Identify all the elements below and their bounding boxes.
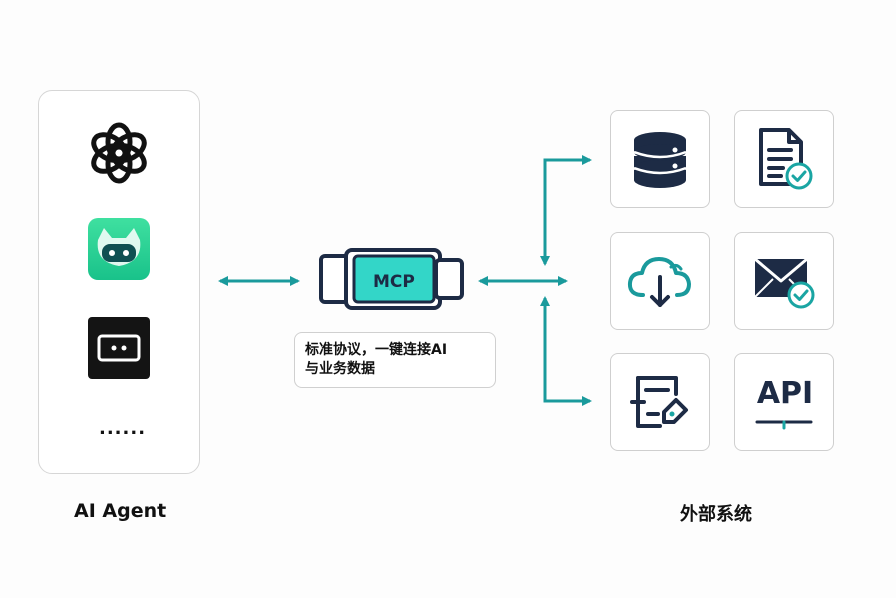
cloud-download-icon [627,257,691,307]
database-card [610,110,710,208]
api-label: API [756,376,814,411]
upper-branch-arrow [543,155,592,262]
lower-branch-arrow [543,300,592,406]
edit-form-card [610,353,710,451]
mcp-caption: 标准协议，一键连接AI 与业务数据 [294,332,496,388]
mail-card [734,232,834,330]
form-edit-icon [630,376,688,428]
mcp-plug-icon [319,248,464,310]
api-icon [755,420,813,430]
document-card [734,110,834,208]
more-agents-ellipsis: ...... [99,418,147,439]
document-check-icon [759,128,813,190]
agent-panel [38,90,200,474]
external-systems-label: 外部系统 [680,504,752,525]
openai-logo-icon [91,122,147,184]
caption-line-1: 标准协议，一键连接AI [305,342,448,358]
cloud-card [610,232,710,330]
api-card: API [734,353,834,451]
agent-label: AI Agent [74,500,167,522]
caption-line-2: 与业务数据 [305,361,375,377]
mail-check-icon [754,257,815,309]
green-bot-logo-icon [88,218,150,280]
dark-bot-logo-icon [88,317,150,379]
database-icon [633,132,687,188]
mcp-label: MCP [373,272,415,292]
